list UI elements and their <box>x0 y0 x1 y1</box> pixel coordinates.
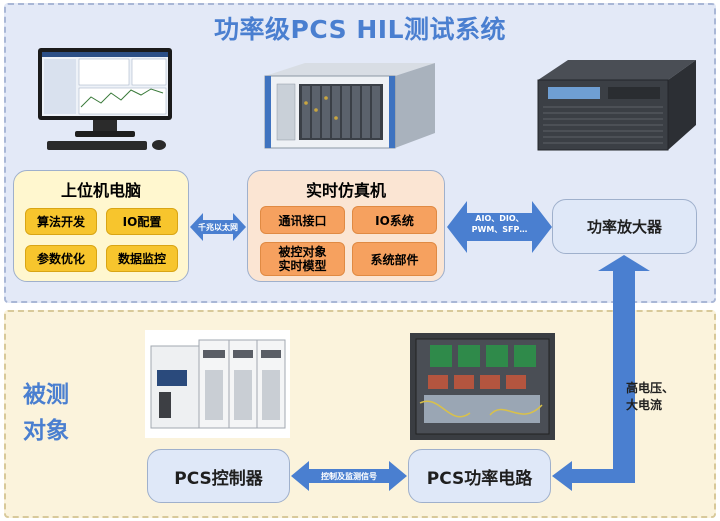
control-signals-label: 控制及监测信号 <box>321 472 377 481</box>
io-config-chip: IO配置 <box>106 208 178 235</box>
io-system-chip: IO系统 <box>352 206 437 234</box>
io-signals-label: AIO、DIO、 PWM、SFP… <box>471 214 528 234</box>
plant-realtime-model-chip: 被控对象 实时模型 <box>260 242 345 276</box>
real-time-simulator-panel: 实时仿真机 通讯接口 IO系统 被控对象 实时模型 系统部件 <box>247 170 445 282</box>
pcs-power-circuit-label: PCS功率电路 <box>426 468 533 489</box>
power-amplifier-box: 功率放大器 <box>552 199 697 254</box>
data-monitoring-chip: 数据监控 <box>106 245 178 272</box>
host-pc-title: 上位机电脑 <box>60 181 141 200</box>
pcs-power-circuit-box: PCS功率电路 <box>408 449 551 503</box>
pcs-power-circuit-hardware-icon <box>410 333 555 440</box>
communication-interface-chip: 通讯接口 <box>260 206 345 234</box>
power-amplifier-label: 功率放大器 <box>586 218 662 236</box>
ethernet-label: 千兆以太网 <box>198 223 238 232</box>
real-time-simulator-chassis-icon <box>264 63 435 149</box>
system-components-chip: 系统部件 <box>352 242 437 276</box>
simulator-title: 实时仿真机 <box>305 181 386 200</box>
power-amplifier-unit-icon <box>537 60 696 151</box>
host-pc-panel: 上位机电脑 算法开发 IO配置 参数优化 数据监控 <box>13 170 189 282</box>
diagram-title: 功率级PCS HIL测试系统 <box>214 15 506 44</box>
pcs-controller-label: PCS控制器 <box>174 468 263 489</box>
parameter-optimization-chip: 参数优化 <box>25 245 97 272</box>
dut-region <box>4 310 716 518</box>
pcs-controller-box: PCS控制器 <box>147 449 290 503</box>
dut-label: 被测 对象 <box>23 382 69 444</box>
pcs-controller-hardware-icon <box>145 330 290 438</box>
computer-icon <box>38 48 172 150</box>
high-power-label: 高电压、 大电流 <box>626 381 675 412</box>
algorithm-development-chip: 算法开发 <box>25 208 97 235</box>
